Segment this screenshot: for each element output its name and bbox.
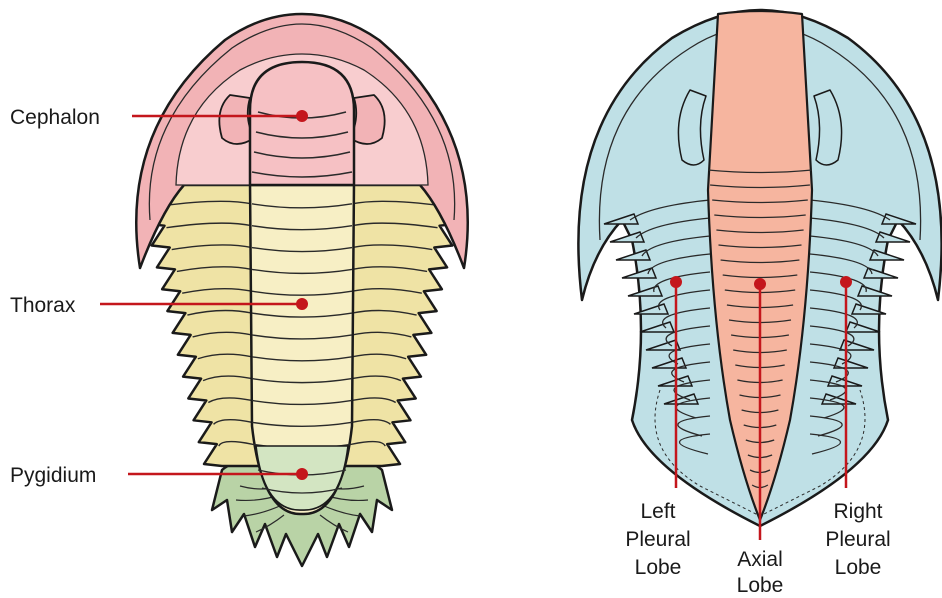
glabella [250, 62, 354, 185]
right-pleural-label-line-3: Lobe [835, 556, 882, 579]
axial-label-line-2: Lobe [737, 574, 784, 597]
cephalon-label: Cephalon [10, 106, 100, 129]
thorax-region [141, 182, 463, 514]
thorax-pointer-dot [296, 298, 308, 310]
left-pleural-pointer-dot [670, 276, 682, 288]
left-pleural-label-line-1: Left [640, 500, 675, 523]
right-trilobite: Left Pleural Lobe Axial Lobe Right Pleur… [578, 10, 941, 597]
right-spine-left [610, 232, 644, 242]
right-pleural-label-line-1: Right [833, 500, 882, 523]
axial-lobe-label: Axial Lobe [737, 548, 784, 597]
left-pleural-label-line-2: Pleural [625, 528, 690, 551]
right-spine-right [876, 232, 910, 242]
left-pleural-lobe-label: Left Pleural Lobe [625, 500, 690, 579]
axial-pointer-dot [754, 278, 766, 290]
pygidium-pointer-dot [296, 468, 308, 480]
axial-label-line-1: Axial [737, 548, 783, 571]
right-pleural-pointer-dot [840, 276, 852, 288]
right-pleural-lobe-label: Right Pleural Lobe [825, 500, 890, 579]
left-pleural-label-line-3: Lobe [635, 556, 682, 579]
cephalon-pointer-dot [296, 110, 308, 122]
thorax-label: Thorax [10, 294, 76, 317]
left-trilobite: Cephalon Thorax Pygidium [10, 14, 468, 566]
pygidium-label: Pygidium [10, 464, 96, 487]
right-pleural-label-line-2: Pleural [825, 528, 890, 551]
